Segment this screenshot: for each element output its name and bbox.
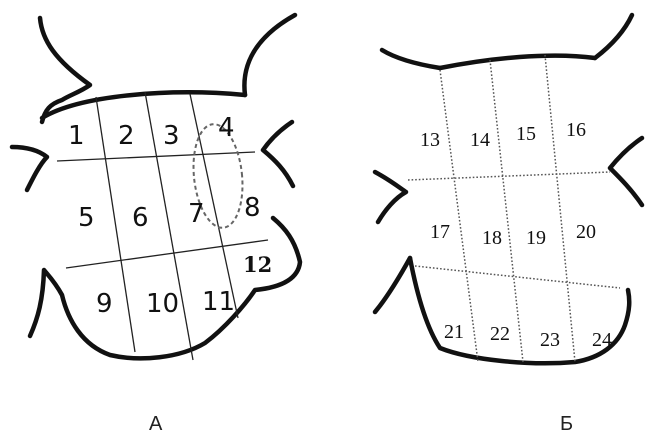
- panel-a-label-4: 4: [218, 113, 235, 143]
- panel-a-label-12: 12: [243, 252, 272, 277]
- panel-a-label-7: 7: [188, 199, 205, 229]
- panel-b-label-20: 20: [576, 221, 596, 243]
- panel-a-caption: А: [149, 413, 163, 435]
- panel-b-label-21: 21: [444, 321, 464, 343]
- panel-b-label-18: 18: [482, 227, 502, 249]
- panel-b-neck-left: [382, 50, 440, 68]
- panel-a-foreleg-right: [263, 122, 293, 186]
- panel-b-neck-arc: [440, 56, 595, 68]
- panel-a-label-1: 1: [68, 121, 85, 151]
- panel-a-neck-right: [244, 15, 295, 95]
- panel-a: 1 2 3 4 5 6 7 8 9 10 11 12 А: [12, 15, 300, 435]
- panel-b-label-23: 23: [540, 329, 560, 351]
- panel-b-label-16: 16: [566, 119, 586, 141]
- panel-b-row-line-2: [415, 266, 620, 288]
- panel-b-label-22: 22: [490, 323, 510, 345]
- panel-b-col-line-3: [545, 55, 575, 362]
- panel-a-label-8: 8: [244, 193, 261, 223]
- panel-b-label-17: 17: [430, 221, 450, 243]
- panel-a-label-6: 6: [132, 203, 149, 233]
- panel-b-row-line-1: [408, 172, 610, 180]
- panel-b-label-13: 13: [420, 129, 440, 151]
- panel-b-label-19: 19: [526, 227, 546, 249]
- panel-b-col-line-2: [490, 60, 523, 362]
- panel-b-caption: Б: [560, 413, 573, 435]
- panel-b-label-15: 15: [516, 123, 536, 145]
- panel-a-label-10: 10: [146, 289, 179, 319]
- panel-b-hind-left-leg: [375, 258, 410, 312]
- panel-b-label-14: 14: [470, 129, 490, 151]
- panel-a-label-9: 9: [96, 289, 113, 319]
- panel-a-label-11: 11: [202, 287, 235, 317]
- panel-a-foreleg-left: [12, 147, 47, 190]
- panel-b-foreleg-left: [375, 172, 406, 222]
- panel-b: 13 14 15 16 17 18 19 20 21 22 23 24 Б: [375, 15, 642, 435]
- panel-b-col-line-1: [440, 70, 478, 362]
- panel-a-label-2: 2: [118, 121, 135, 151]
- panel-b-foreleg-right: [610, 138, 642, 205]
- panel-a-label-5: 5: [78, 203, 95, 233]
- panel-a-row-line-2: [66, 240, 268, 268]
- panel-a-label-3: 3: [163, 121, 180, 151]
- panel-b-neck-right: [595, 15, 632, 58]
- panel-b-label-24: 24: [592, 329, 612, 351]
